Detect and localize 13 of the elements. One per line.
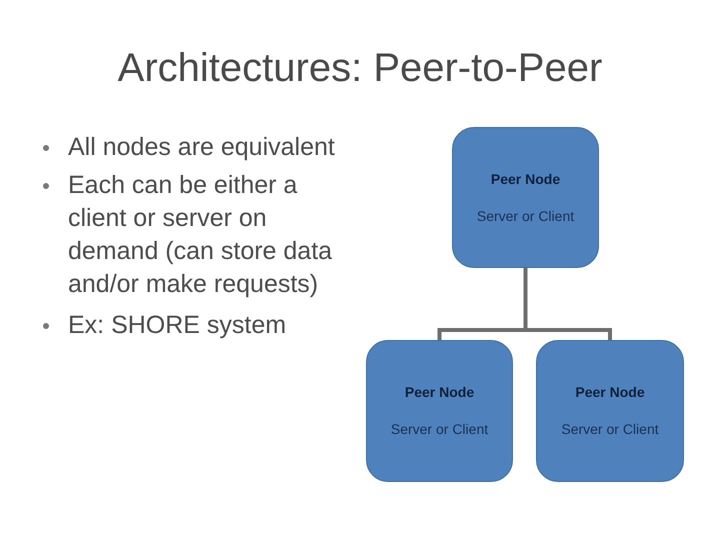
node-subtitle: Server or Client <box>560 421 660 438</box>
node-subtitle: Server or Client <box>390 421 490 438</box>
node-title: Peer Node <box>574 384 646 401</box>
node-subtitle: Server or Client <box>476 208 576 224</box>
peer-node-box <box>452 127 599 268</box>
node-title: Peer Node <box>404 384 476 401</box>
slide-title: Architectures: Peer-to-Peer <box>116 45 604 92</box>
bullet-text: Ex: SHORE system <box>68 310 288 341</box>
bullet-text: Each can be either a client or server on demand (can store data and/or make requests) <box>68 170 334 300</box>
node-title: Peer Node <box>490 170 562 188</box>
bullet-text: All nodes are equivalent <box>68 132 336 163</box>
peer-node-box <box>536 340 684 482</box>
peer-node-box <box>366 340 513 482</box>
